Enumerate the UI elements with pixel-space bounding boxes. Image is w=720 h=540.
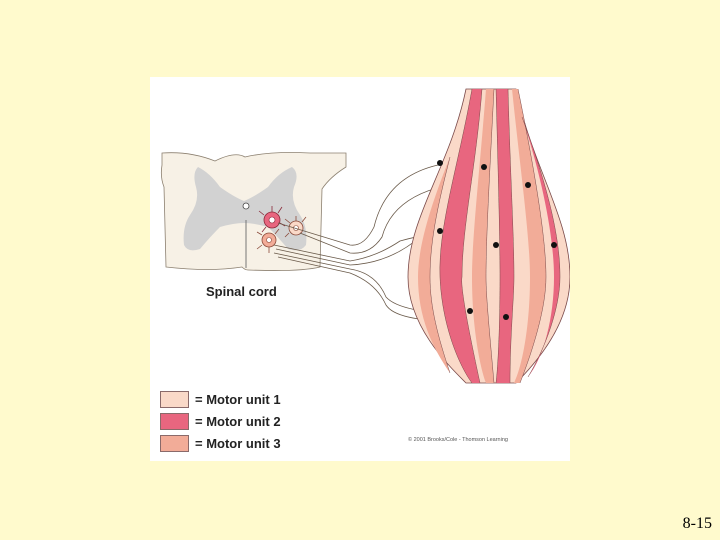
legend-swatch: [160, 435, 189, 452]
legend-item-motor-unit-3: = Motor unit 3: [160, 433, 281, 454]
legend-swatch: [160, 391, 189, 408]
legend-label: = Motor unit 1: [195, 392, 281, 407]
legend-label: = Motor unit 2: [195, 414, 281, 429]
legend-item-motor-unit-2: = Motor unit 2: [160, 411, 281, 432]
page-number: 8-15: [683, 515, 712, 533]
legend-swatch: [160, 413, 189, 430]
legend-label: = Motor unit 3: [195, 436, 281, 451]
muscle: [408, 89, 570, 383]
central-canal: [243, 203, 249, 209]
spinal-cord-label: Spinal cord: [206, 284, 277, 299]
legend-item-motor-unit-1: = Motor unit 1: [160, 389, 281, 410]
motor-unit-figure: Spinal cord = Motor unit 1 = Motor unit …: [150, 77, 570, 461]
legend: = Motor unit 1 = Motor unit 2 = Motor un…: [160, 389, 281, 455]
copyright-credit: © 2001 Brooks/Cole - Thomson Learning: [408, 437, 508, 443]
